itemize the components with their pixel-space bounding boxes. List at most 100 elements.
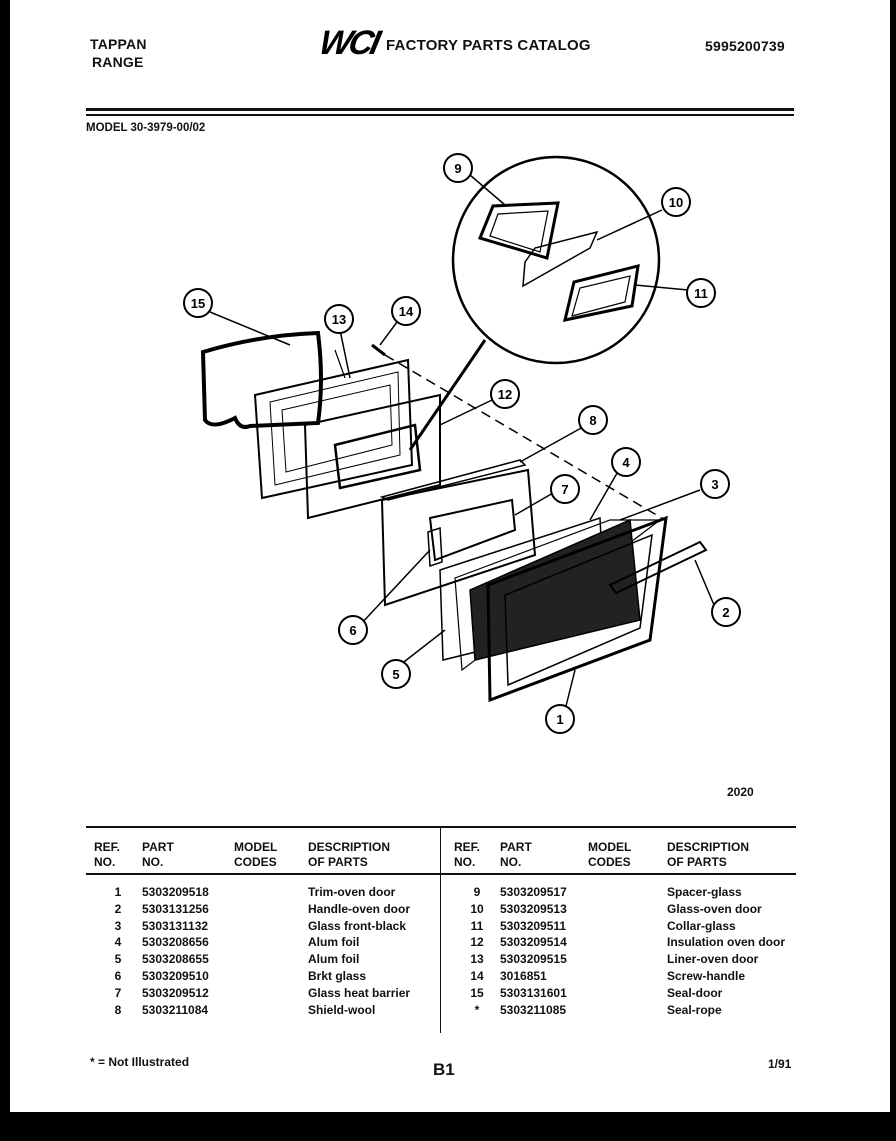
part-11-collar-glass xyxy=(562,263,640,322)
part-number-cell: 5303209514 xyxy=(500,935,567,950)
model-codes-cell xyxy=(588,951,667,968)
description-cell: Glass front-black xyxy=(308,918,407,933)
ref-cell: 12 xyxy=(470,935,484,950)
part-13-liner xyxy=(253,358,414,500)
model-codes-cell xyxy=(234,985,308,1002)
model-codes-cell xyxy=(234,901,308,918)
col-model-l2: CODES xyxy=(588,855,631,869)
parts-row: 10 5303209513 Glass-oven door xyxy=(454,901,802,918)
ref-cell: 3 xyxy=(114,918,122,933)
ref-cell: 15 xyxy=(470,985,484,1000)
part-number-cell: 5303209512 xyxy=(142,985,209,1000)
callout-1: 1 xyxy=(556,712,563,727)
description-cell: Alum foil xyxy=(308,952,360,967)
col-desc-l2: OF PARTS xyxy=(308,855,368,869)
part-12-insulation xyxy=(303,393,441,520)
brand-line-1: TAPPAN xyxy=(90,36,147,52)
part-3-glass-front xyxy=(469,518,641,661)
col-desc-l2: OF PARTS xyxy=(667,855,727,869)
ref-cell: 10 xyxy=(470,901,484,916)
col-model-l2: CODES xyxy=(234,855,277,869)
ref-cell: 2 xyxy=(114,901,122,916)
model-codes-cell xyxy=(234,934,308,951)
part-7-heat-barrier xyxy=(380,468,537,607)
header-rule-bottom xyxy=(86,114,794,116)
col-model-l1: MODEL xyxy=(588,840,632,854)
col-ref-l1: REF. xyxy=(454,840,481,854)
model-codes-cell xyxy=(588,985,667,1002)
scan-edge-bottom xyxy=(0,1112,896,1141)
ref-cell: 9 xyxy=(473,885,481,899)
description-cell: Alum foil xyxy=(308,935,360,950)
brand-line-2: RANGE xyxy=(92,54,144,70)
ref-cell: 11 xyxy=(470,918,484,933)
callout-14: 14 xyxy=(399,304,414,319)
part-6-bracket xyxy=(427,526,443,568)
parts-row: 4 5303208656 Alum foil xyxy=(94,934,438,951)
model-codes-cell xyxy=(234,951,308,968)
part-9-spacer-glass xyxy=(477,201,560,260)
part-number-cell: 5303209510 xyxy=(142,968,209,983)
part-number-cell: 5303208656 xyxy=(142,935,209,950)
ref-cell: 1 xyxy=(114,885,122,899)
callout-2: 2 xyxy=(722,605,729,620)
ref-cell: 5 xyxy=(114,952,122,967)
col-part-l1: PART xyxy=(500,840,532,854)
page-number: B1 xyxy=(433,1060,455,1079)
callout-9: 9 xyxy=(454,161,461,176)
ref-cell: 4 xyxy=(114,935,122,950)
callout-4: 4 xyxy=(622,455,630,470)
callout-3: 3 xyxy=(711,477,718,492)
part-10-glass-oven-door xyxy=(522,230,599,288)
parts-table-left: REF. PART MODEL DESCRIPTION NO. NO. CODE… xyxy=(94,840,438,1018)
parts-row: 3 5303131132 Glass front-black xyxy=(94,918,438,935)
exploded-door-diagram: 9 10 11 15 13 14 12 8 4 3 7 2 6 5 1 xyxy=(183,153,741,734)
part-2-handle xyxy=(608,540,708,595)
callout-12: 12 xyxy=(498,387,512,402)
description-cell: Spacer-glass xyxy=(667,885,742,899)
description-cell: Screw-handle xyxy=(667,968,746,983)
catalog-title: FACTORY PARTS CATALOG xyxy=(386,37,591,54)
model-codes-cell xyxy=(234,1002,308,1019)
ref-cell: * xyxy=(474,1002,480,1017)
col-part-l1: PART xyxy=(142,840,174,854)
col-ref-l2: NO. xyxy=(94,855,116,869)
revision-date: 1/91 xyxy=(768,1057,792,1071)
table-rule-top xyxy=(86,826,796,828)
description-cell: Glass heat barrier xyxy=(308,985,411,1000)
description-cell: Collar-glass xyxy=(667,918,736,933)
model-codes-cell xyxy=(234,918,308,935)
description-cell: Seal-door xyxy=(667,985,723,1000)
part-number-cell: 5303131256 xyxy=(142,901,209,916)
model-codes-cell xyxy=(588,1002,667,1019)
col-ref-l2: NO. xyxy=(454,855,476,869)
model-codes-cell xyxy=(588,901,667,918)
footnote: * = Not Illustrated xyxy=(90,1055,190,1069)
model-number: MODEL 30-3979-00/02 xyxy=(86,122,206,134)
part-number-cell: 5303209513 xyxy=(500,901,567,916)
part-number-cell: 5303131132 xyxy=(142,918,209,933)
header-rule-top xyxy=(86,108,794,111)
detail-circle xyxy=(451,155,661,365)
description-cell: Shield-wool xyxy=(308,1002,376,1017)
callout-8: 8 xyxy=(589,413,596,428)
description-cell: Trim-oven door xyxy=(308,885,396,899)
description-cell: Glass-oven door xyxy=(667,901,762,916)
callout-15: 15 xyxy=(191,296,205,311)
col-part-l2: NO. xyxy=(500,855,522,869)
model-codes-cell xyxy=(234,968,308,985)
parts-row: 12 5303209514 Insulation oven door xyxy=(454,934,802,951)
col-ref-l1: REF. xyxy=(94,840,121,854)
col-part-l2: NO. xyxy=(142,855,164,869)
col-model-l1: MODEL xyxy=(234,840,278,854)
description-cell: Insulation oven door xyxy=(667,935,786,950)
callout-11: 11 xyxy=(694,286,708,301)
